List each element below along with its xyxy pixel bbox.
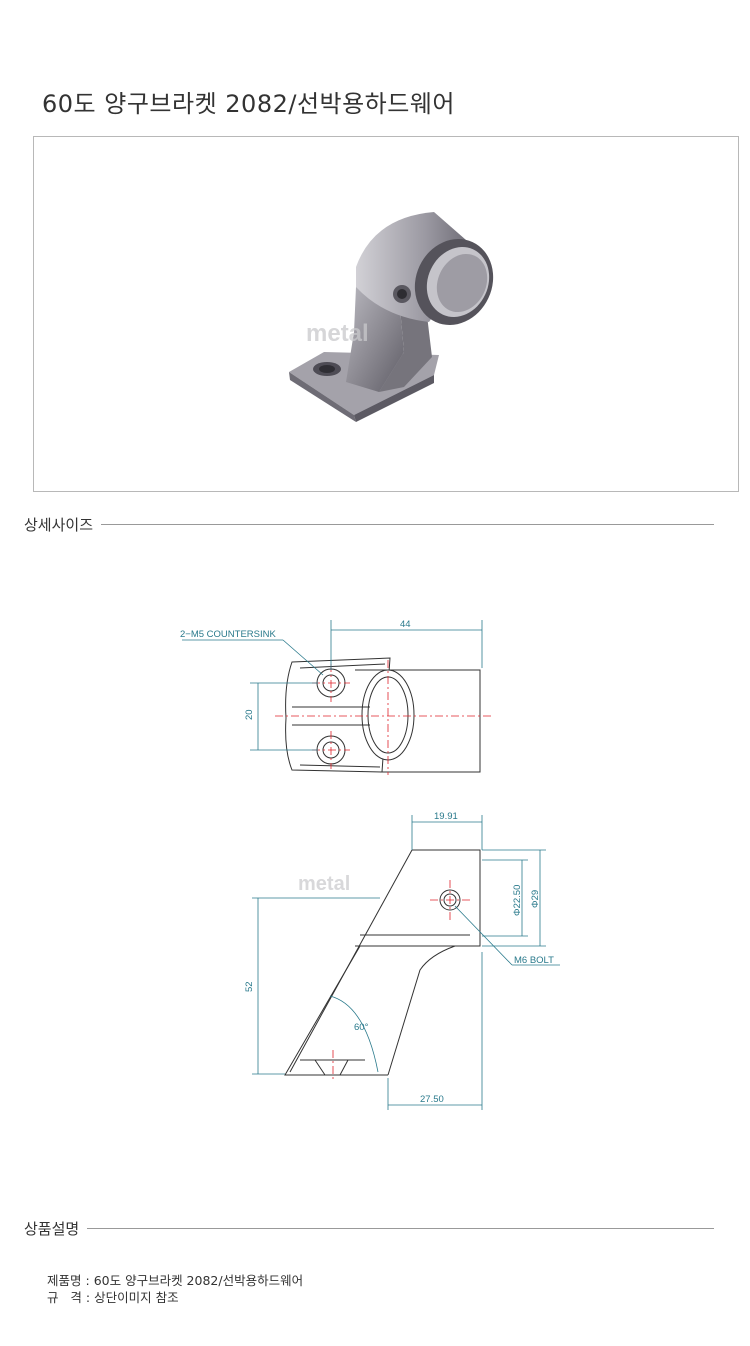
info-key-name: 제품명 xyxy=(47,1273,82,1288)
dim-27-50: 27.50 xyxy=(420,1094,444,1105)
dim-19-91: 19.91 xyxy=(434,811,458,822)
section-description-header: 상품설명 xyxy=(24,1218,714,1239)
info-value-name: 60도 양구브라켓 2082/선박용하드웨어 xyxy=(93,1273,304,1288)
product-info: 제품명 : 60도 양구브라켓 2082/선박용하드웨어 규 격 : 상단이미지… xyxy=(47,1272,303,1306)
info-value-spec: 상단이미지 참조 xyxy=(94,1290,179,1305)
centerlines xyxy=(275,660,492,1082)
info-row-name: 제품명 : 60도 양구브라켓 2082/선박용하드웨어 xyxy=(47,1273,304,1288)
tube xyxy=(356,212,494,325)
info-row-spec: 규 격 : 상단이미지 참조 xyxy=(47,1290,179,1305)
dimension-lines xyxy=(182,620,560,1110)
arm xyxy=(346,287,432,392)
watermark-text: metal xyxy=(306,320,369,347)
dim-20: 20 xyxy=(244,709,255,720)
dim-44: 44 xyxy=(400,619,411,630)
section-size-header: 상세사이즈 xyxy=(24,514,714,535)
bolt-label: M6 BOLT xyxy=(514,955,554,966)
top-view xyxy=(285,657,481,773)
angle-label: 60° xyxy=(354,1022,369,1033)
side-view xyxy=(284,849,481,1076)
section-size-label: 상세사이즈 xyxy=(24,516,94,534)
product-image-frame: metal xyxy=(33,136,739,492)
section-divider xyxy=(87,1228,714,1229)
drawing-svg: 44 2−M5 COUNTERSINK 20 19.91 Φ22.50 Φ29 … xyxy=(180,619,560,1110)
countersink-label: 2−M5 COUNTERSINK xyxy=(180,629,276,640)
drawing-watermark: metal xyxy=(298,873,350,895)
technical-drawing: 44 2−M5 COUNTERSINK 20 19.91 Φ22.50 Φ29 … xyxy=(0,560,750,1140)
info-key-spec: 규 격 xyxy=(47,1290,82,1305)
dim-22-50: Φ22.50 xyxy=(512,885,523,916)
dim-29: Φ29 xyxy=(530,890,541,908)
dim-52: 52 xyxy=(244,981,255,992)
page-title: 60도 양구브라켓 2082/선박용하드웨어 xyxy=(42,90,456,118)
section-description-label: 상품설명 xyxy=(24,1220,80,1238)
product-render: metal xyxy=(289,212,494,422)
section-divider xyxy=(101,524,714,525)
